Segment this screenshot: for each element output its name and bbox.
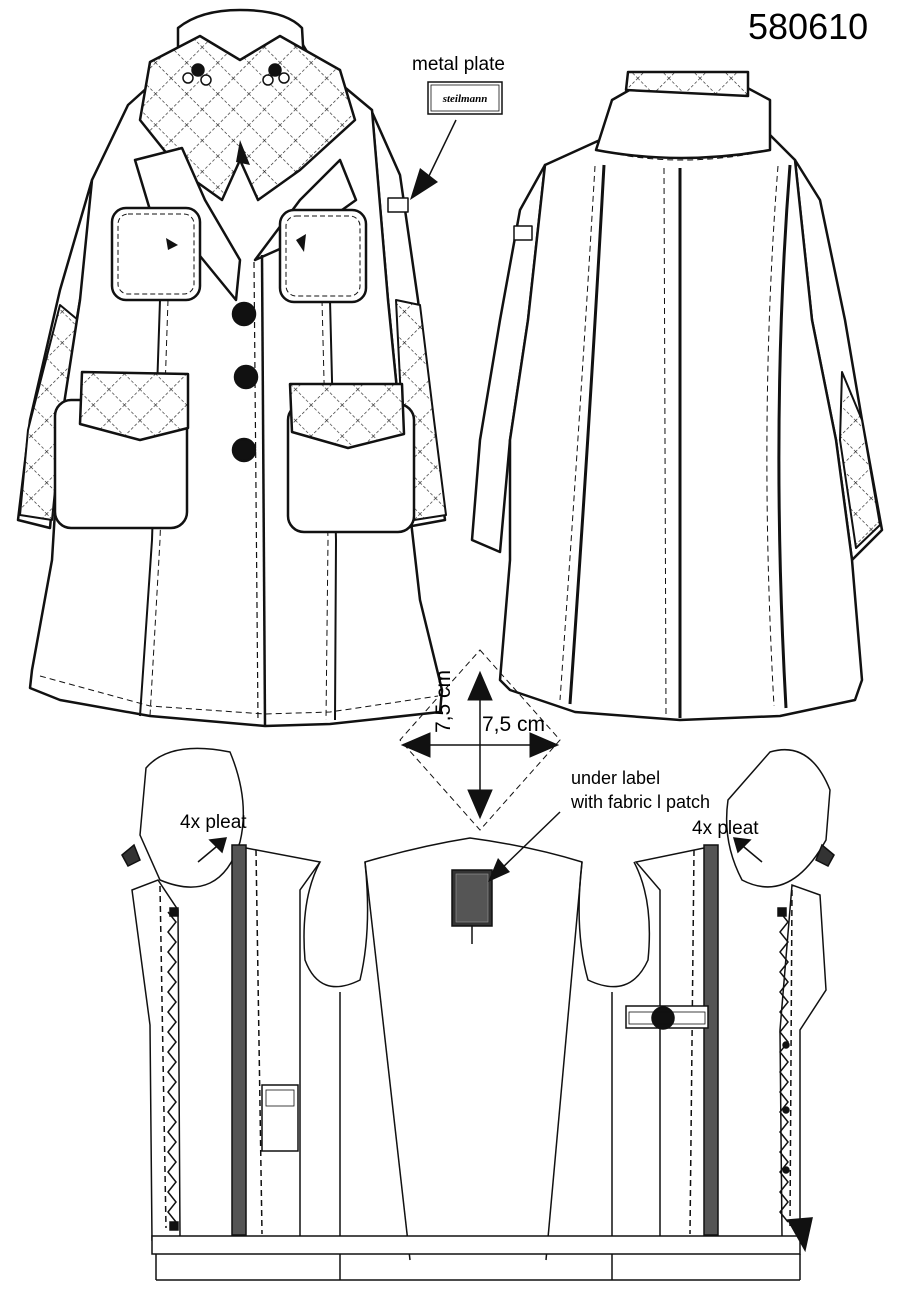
metal-plate-leader	[427, 119, 457, 179]
front-lower-pocket-flap-left	[78, 370, 190, 442]
inside-right-zigzag-stitch	[779, 911, 789, 1223]
under-label-text-line2: with fabric l patch	[571, 792, 711, 812]
metal-plate-arrowhead	[410, 168, 438, 200]
inside-hem	[151, 1235, 801, 1255]
collar-measurement-diagram	[399, 649, 561, 831]
dimension-label-vertical: 7,5 cm	[432, 669, 455, 733]
inside-left-armhole-curve	[139, 747, 245, 888]
front-button	[231, 301, 257, 327]
pleat-label-right: 4x pleat	[692, 818, 759, 839]
under-label-text-line1: under label	[571, 768, 661, 788]
front-sleeve-metal-plate	[387, 197, 409, 213]
coat-inside-view	[121, 747, 835, 1281]
inside-lower-pocket	[261, 1084, 299, 1152]
back-collar-quilt	[624, 70, 750, 98]
inside-right-armhole-curve	[725, 748, 831, 888]
front-center-edge	[260, 254, 267, 727]
front-fold-arrows	[166, 140, 306, 252]
coat-back-view	[470, 70, 884, 722]
inside-left-facing	[231, 844, 247, 1236]
coat-front-view	[16, 8, 447, 728]
inside-pocket-button	[651, 1006, 675, 1030]
collar-hook-right	[262, 63, 290, 86]
front-chest-pocket-left	[110, 206, 202, 302]
back-right-sleeve-quilt	[839, 371, 881, 549]
pleat-arrows	[197, 837, 763, 863]
front-lower-pocket-flap-right	[288, 382, 406, 450]
pleat-label-left: 4x pleat	[180, 812, 247, 833]
dimension-label-horizontal: 7,5 cm	[482, 713, 546, 736]
collar-hook-left	[182, 63, 212, 86]
metal-plate-callout: steilmann	[410, 81, 503, 200]
inside-left-zigzag-stitch	[167, 911, 177, 1223]
under-label-leader	[488, 811, 561, 882]
style-number: 580610	[748, 6, 869, 47]
front-button	[233, 364, 259, 390]
metal-plate-badge	[427, 81, 503, 115]
inside-right-facing	[703, 844, 719, 1236]
back-collar	[594, 82, 772, 160]
back-sleeve-metal-plate	[513, 225, 533, 241]
front-chest-pocket-right	[278, 208, 368, 304]
metal-plate-brand: steilmann	[442, 93, 488, 105]
front-button	[231, 437, 257, 463]
metal-plate-label: metal plate	[412, 54, 505, 75]
inside-lining-body	[303, 837, 651, 988]
